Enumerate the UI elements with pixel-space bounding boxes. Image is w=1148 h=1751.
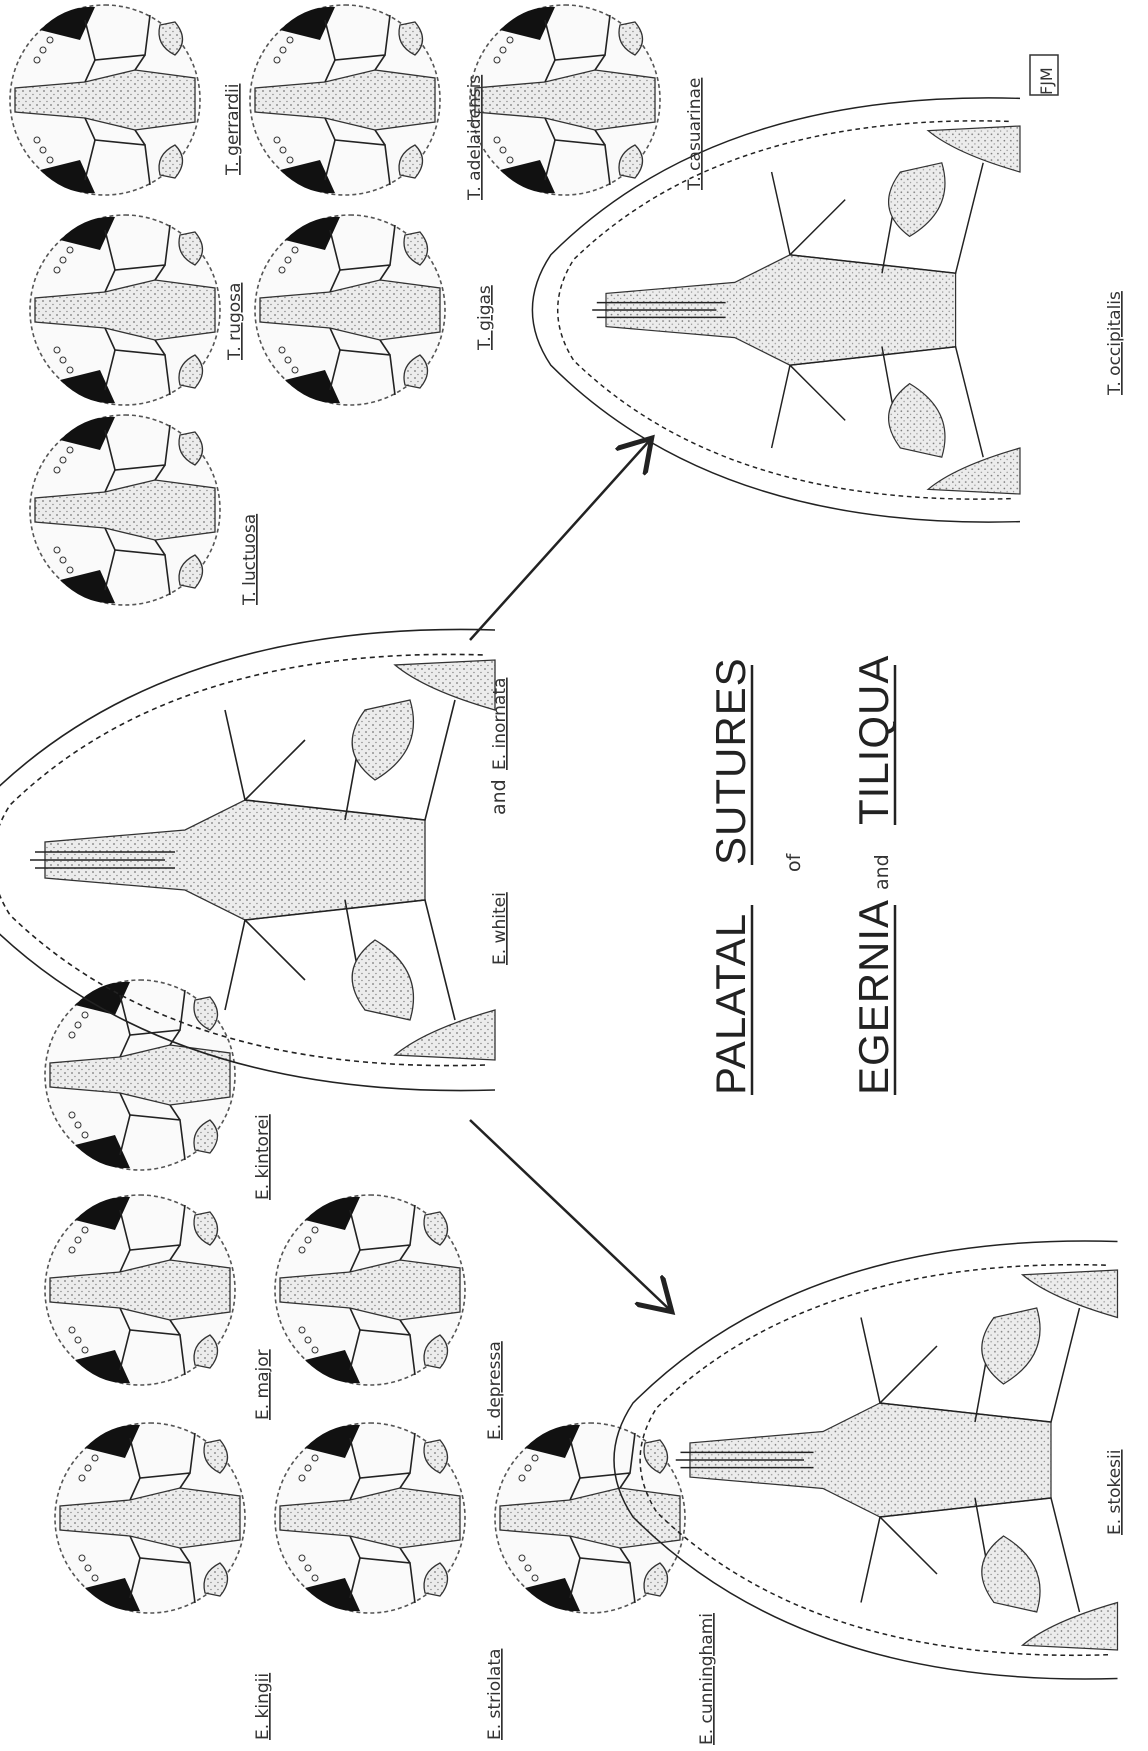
title-tiliqua: TILIQUA: [850, 655, 897, 825]
label-t-gerrardii: T. gerrardii: [223, 84, 243, 176]
label-and: and: [488, 779, 510, 815]
label-e-whitei: E. whitei: [490, 892, 510, 965]
egernia-small-palates: [45, 980, 685, 1613]
label-t-gigas: T. gigas: [475, 285, 495, 351]
label-t-casuarinae: T. casuarinae: [685, 78, 705, 191]
label-e-kintorei: E. kintorei: [253, 1114, 273, 1200]
label-e-depressa: E. depressa: [485, 1341, 505, 1440]
label-e-inornata: E. inornata: [490, 678, 510, 770]
title-of: of: [783, 852, 805, 872]
label-t-adelaidensis: T. adelaidensis: [465, 75, 485, 201]
label-t-luctuosa: T. luctuosa: [240, 514, 260, 606]
label-e-stokesii: E. stokesii: [1105, 1450, 1125, 1535]
tiliqua-small-palates: [10, 5, 660, 605]
arrow-to-stokesii: [470, 1120, 670, 1310]
label-e-cunninghami: E. cunninghami: [697, 1613, 717, 1745]
label-t-rugosa: T. rugosa: [225, 283, 245, 361]
label-e-whitei-inornata: E. whitei and E. inornata: [488, 678, 510, 965]
e-stokesii-palate-drawing: [614, 1241, 1118, 1679]
label-e-major: E. major: [253, 1349, 273, 1420]
title-and: and: [871, 854, 893, 890]
artist-monogram: FJM: [1030, 55, 1058, 95]
label-e-striolata: E. striolata: [485, 1649, 505, 1740]
label-t-occipitalis: T. occipitalis: [1105, 291, 1125, 396]
plate-title: PALATAL SUTURES of EGERNIA and TILIQUA: [707, 655, 897, 1095]
title-egernia: EGERNIA: [850, 899, 897, 1095]
title-sutures: SUTURES: [707, 657, 754, 865]
title-palatal: PALATAL: [707, 913, 754, 1095]
label-e-kingii: E. kingii: [253, 1673, 273, 1740]
monogram-text: FJM: [1037, 67, 1056, 95]
arrow-to-tiliqua: [470, 440, 650, 640]
